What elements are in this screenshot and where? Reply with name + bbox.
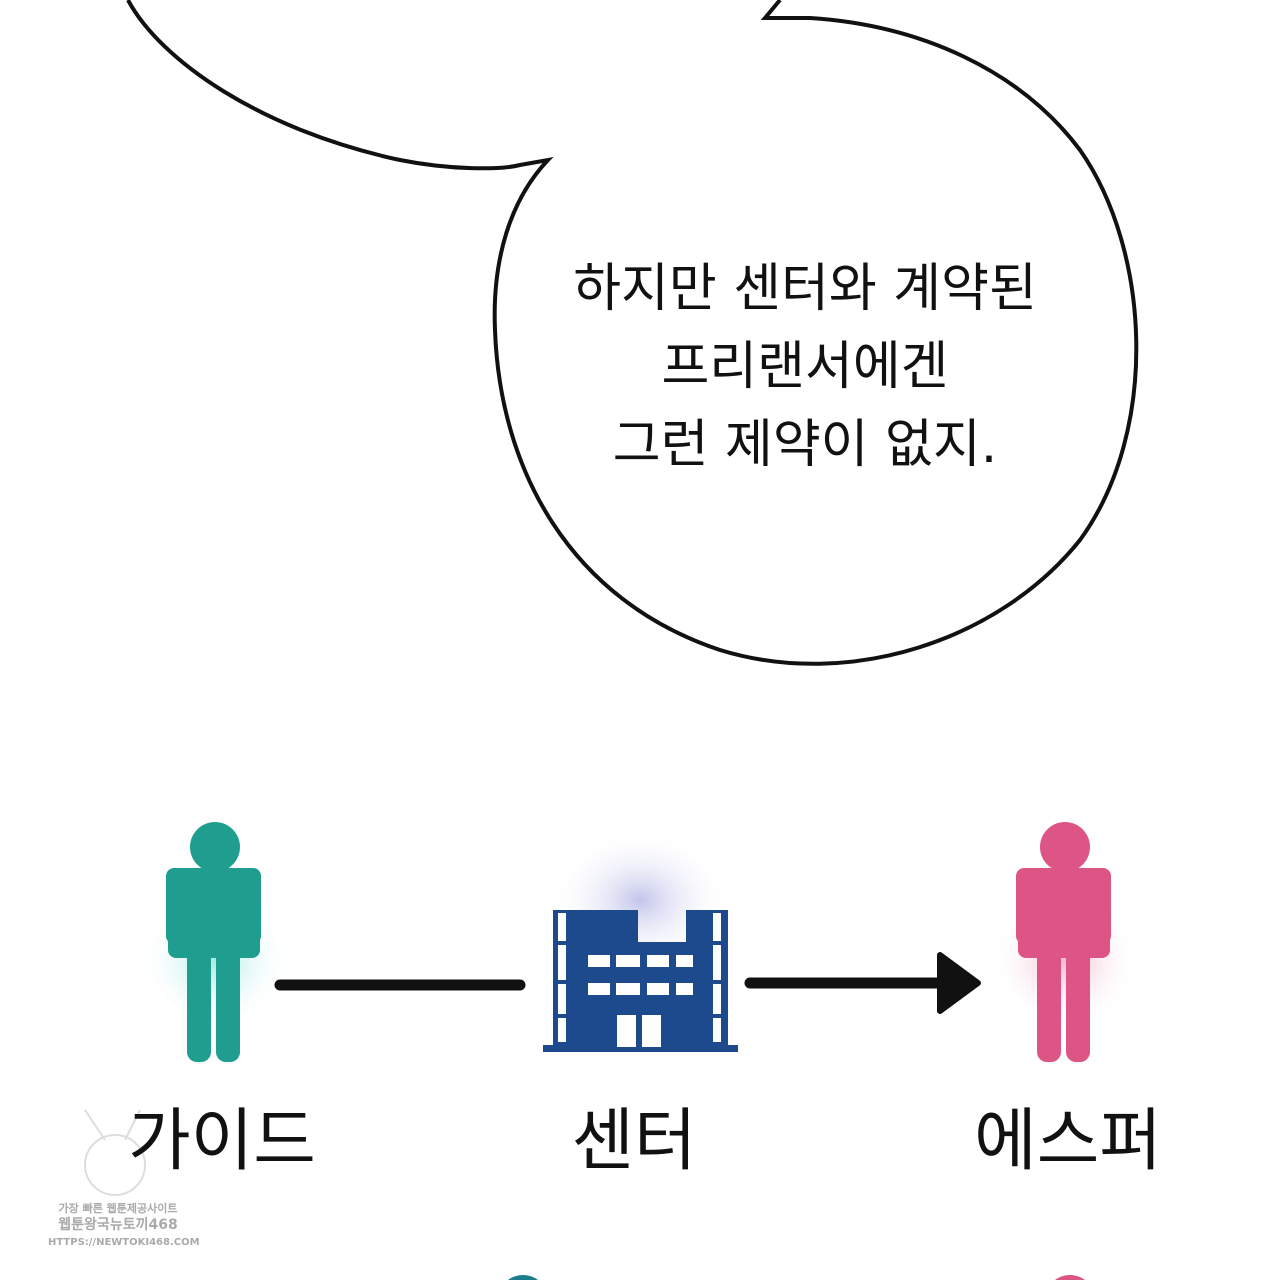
bubble-line: 프리랜서에겐 — [661, 337, 949, 397]
bubble-line: 그런 제약이 없지. — [612, 415, 998, 475]
watermark-line2: 웹툰왕국뉴토끼468 — [58, 1217, 178, 1233]
center-label: 센터 — [571, 1102, 697, 1181]
watermark-mascot-icon — [84, 1109, 146, 1196]
partial-pink-icon — [1055, 1275, 1085, 1280]
esper-person-icon — [1016, 822, 1111, 1062]
partial-teal-icon — [508, 1275, 538, 1280]
center-building-icon — [543, 910, 738, 1052]
watermark-line1: 가장 빠른 웹툰제공사이트 — [58, 1202, 178, 1215]
watermark: 가장 빠른 웹툰제공사이트 웹툰왕국뉴토끼468 HTTPS://NEWTOKI… — [48, 1200, 200, 1251]
arrow-head-icon — [937, 952, 981, 1014]
bubble-line: 하지만 센터와 계약된 — [573, 259, 1037, 319]
watermark-line3: HTTPS://NEWTOKI468.COM — [48, 1237, 200, 1248]
guide-label: 가이드 — [128, 1102, 316, 1181]
esper-label: 에스퍼 — [974, 1102, 1162, 1181]
speech-bubble — [126, 0, 1139, 666]
guide-person-icon — [166, 822, 261, 1062]
speech-bubble-text: 하지만 센터와 계약된 프리랜서에겐 그런 제약이 없지. — [520, 250, 1090, 484]
